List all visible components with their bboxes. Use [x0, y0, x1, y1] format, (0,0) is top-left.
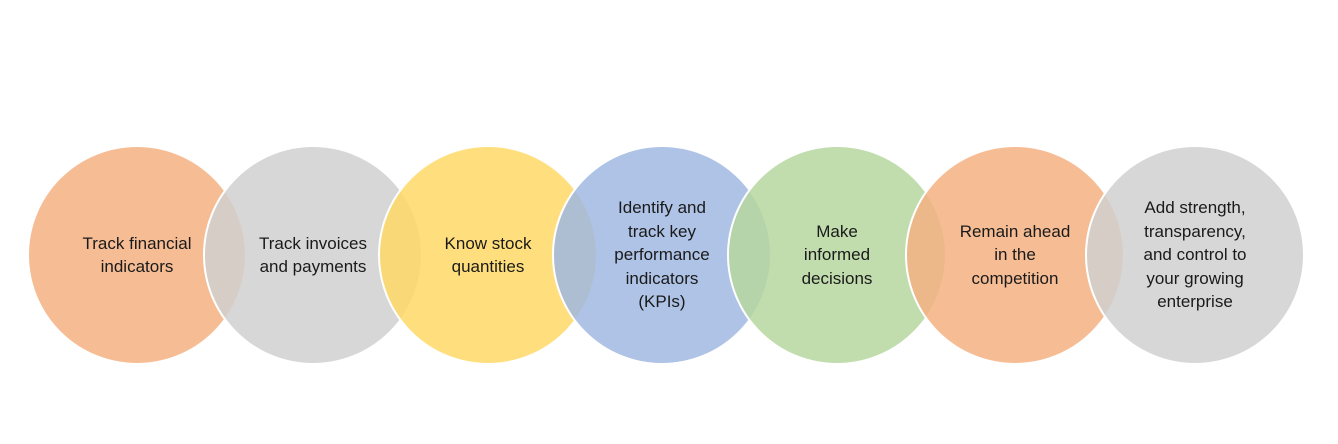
circle-enterprise — [1085, 145, 1305, 365]
circle-label-decisions: Make informed decisions — [801, 221, 873, 288]
circle-label-enterprise: Add strength, transparency, and control … — [1143, 198, 1247, 312]
circle-label-financial: Track financial indicators — [82, 233, 192, 277]
circle-label-kpis: Identify and track key performance indic… — [614, 198, 710, 312]
circle-label-stock: Know stock quantities — [444, 233, 532, 277]
circle-label-competition: Remain ahead in the competition — [959, 221, 1071, 288]
circle-label-invoices: Track invoices and payments — [258, 233, 367, 277]
